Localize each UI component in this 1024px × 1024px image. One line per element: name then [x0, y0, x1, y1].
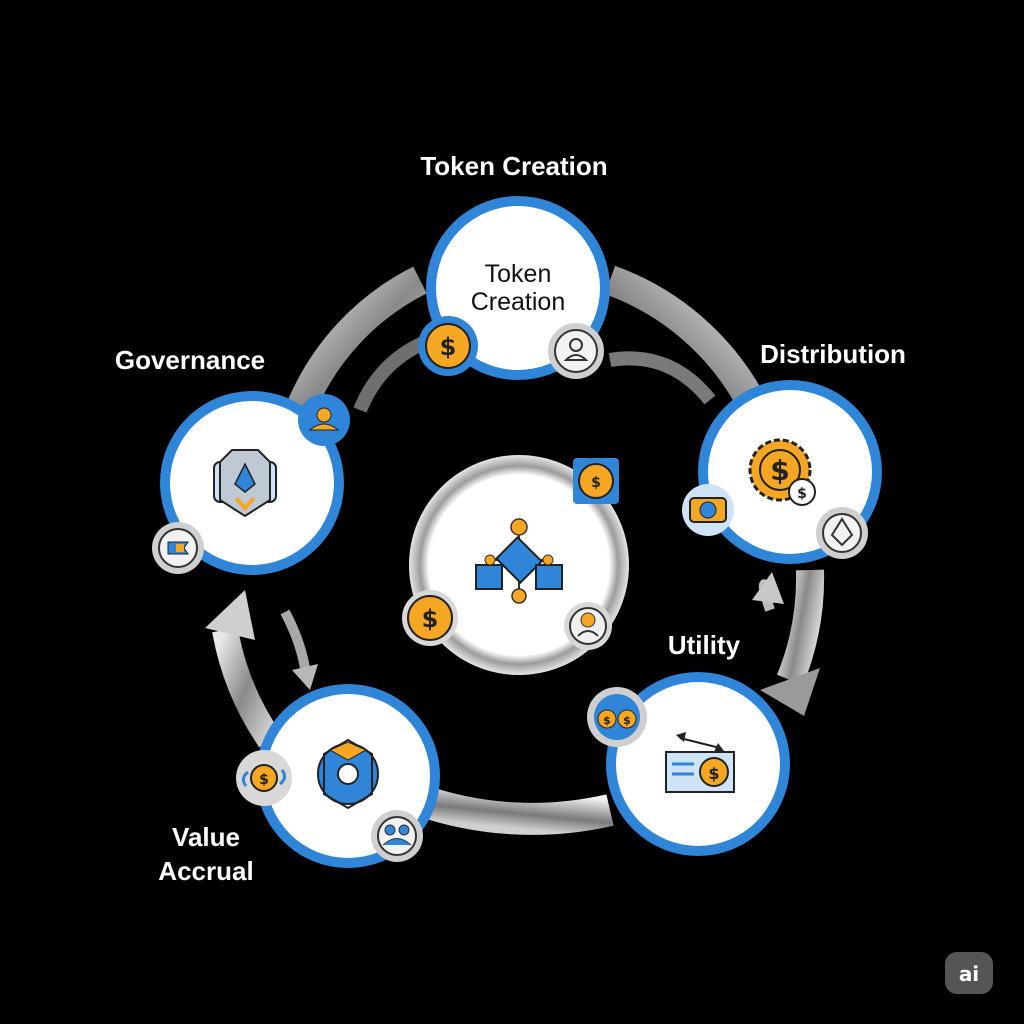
svg-text:$: $	[797, 486, 807, 502]
coins-icon: $ $	[587, 687, 647, 747]
arrow-head-icon	[292, 664, 318, 690]
utility-label: Utility	[668, 630, 741, 660]
ethereum-icon	[816, 507, 868, 559]
ai-logo: ai	[945, 952, 993, 994]
value-accrual-label-line1: Value	[172, 822, 240, 852]
users-group-icon	[371, 810, 423, 862]
svg-text:$: $	[422, 605, 439, 633]
ticket-icon	[152, 522, 204, 574]
gear-coin-icon: $ $	[748, 438, 816, 506]
arrow-head-icon	[760, 668, 820, 716]
user-icon	[548, 323, 604, 379]
coin-icon: $	[418, 316, 478, 376]
governance-label: Governance	[115, 345, 265, 375]
network-blocks-icon	[475, 518, 563, 604]
center-hub: $ $	[402, 455, 629, 675]
svg-text:$: $	[591, 475, 601, 491]
token-creation-inner-label-line2: Creation	[471, 288, 566, 316]
arrow-head-icon	[205, 590, 255, 640]
ethereum-shield-icon	[213, 449, 277, 518]
leader-icon	[298, 394, 350, 446]
node-token-creation: Token Creation $	[418, 196, 610, 380]
svg-text:$: $	[708, 764, 719, 783]
svg-text:$: $	[623, 714, 631, 727]
center-coin-badge: $	[402, 590, 458, 646]
svg-text:$: $	[440, 333, 457, 361]
arrow-head-icon	[752, 572, 784, 604]
node-value-accrual: $	[236, 684, 440, 868]
svg-text:$: $	[259, 772, 269, 788]
money-bag-icon	[682, 484, 734, 536]
node-governance	[152, 391, 350, 575]
value-vault-icon	[317, 738, 379, 810]
token-creation-label: Token Creation	[420, 151, 607, 181]
ai-logo-text: ai	[959, 962, 979, 986]
token-creation-inner-label-line1: Token	[485, 260, 552, 288]
node-utility: $ $ $	[587, 672, 790, 856]
distribution-label: Distribution	[760, 339, 906, 369]
ticket-transfer-icon: $	[665, 732, 735, 793]
value-accrual-label-line2: Accrual	[158, 856, 253, 886]
svg-text:$: $	[770, 454, 789, 487]
swap-coin-icon: $	[236, 750, 292, 806]
svg-text:$: $	[603, 714, 611, 727]
center-user-badge	[564, 602, 612, 650]
node-distribution: $ $	[682, 380, 882, 564]
center-token-badge: $	[573, 458, 619, 504]
